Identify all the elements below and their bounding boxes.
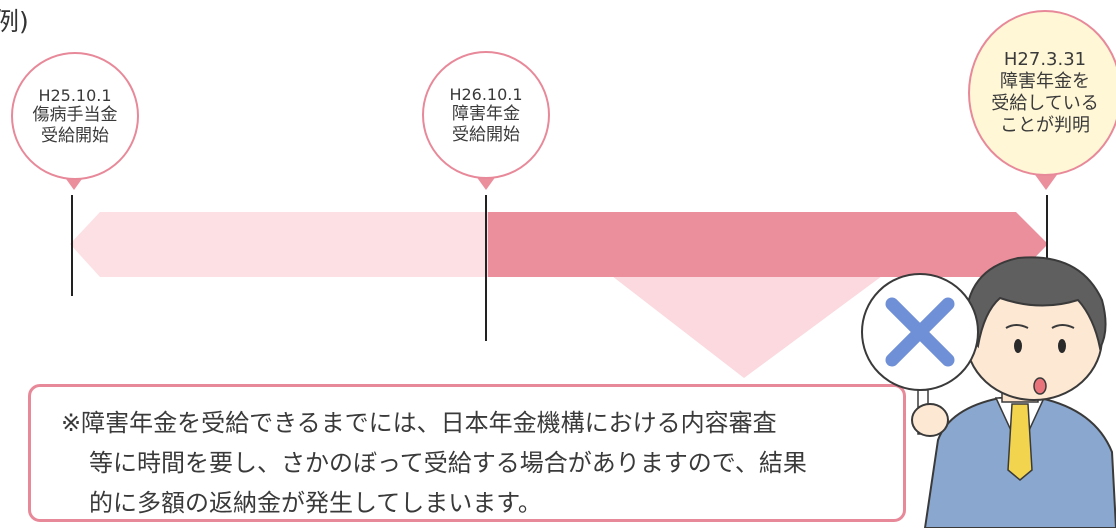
- note-line-2: 等に時間を要し、さかのぼって受給する場合がありますので、結果: [89, 449, 807, 477]
- x-mark-sign-icon: [885, 297, 955, 367]
- event-date: H27.3.31: [1003, 49, 1087, 71]
- pointer-3: [1033, 172, 1059, 190]
- event-circle-2: H26.10.1 障害年金 受給開始: [422, 51, 550, 179]
- event-text: 受給開始: [41, 125, 109, 146]
- callout-wedge: [612, 276, 882, 378]
- event-text: 受給開始: [452, 124, 520, 145]
- note-box: ※障害年金を受給できるまでには、日本年金機構における内容審査 等に時間を要し、さ…: [28, 384, 906, 522]
- event-circle-3: H27.3.31 障害年金を 受給している ことが判明: [968, 10, 1116, 176]
- note-line-1: ※障害年金を受給できるまでには、日本年金機構における内容審査: [61, 409, 777, 437]
- timeline-bar-light: [70, 212, 488, 277]
- event-date: H26.10.1: [449, 84, 523, 104]
- marker-line-2: [485, 195, 487, 341]
- event-circle-1: H25.10.1 傷病手当金 受給開始: [11, 52, 139, 180]
- event-text: 障害年金: [452, 104, 520, 125]
- timeline-bar-dark: [488, 212, 1048, 277]
- event-text: 障害年金を: [1000, 71, 1090, 93]
- event-text: 傷病手当金: [32, 105, 118, 126]
- marker-line-3: [1046, 195, 1048, 285]
- marker-line-1: [71, 195, 73, 296]
- event-text: ことが判明: [1000, 114, 1090, 136]
- event-text: 受給している: [991, 93, 1099, 114]
- event-date: H25.10.1: [38, 85, 112, 105]
- example-label: 例): [0, 7, 29, 36]
- note-line-3: 的に多額の返納金が発生してしまいます。: [89, 489, 542, 517]
